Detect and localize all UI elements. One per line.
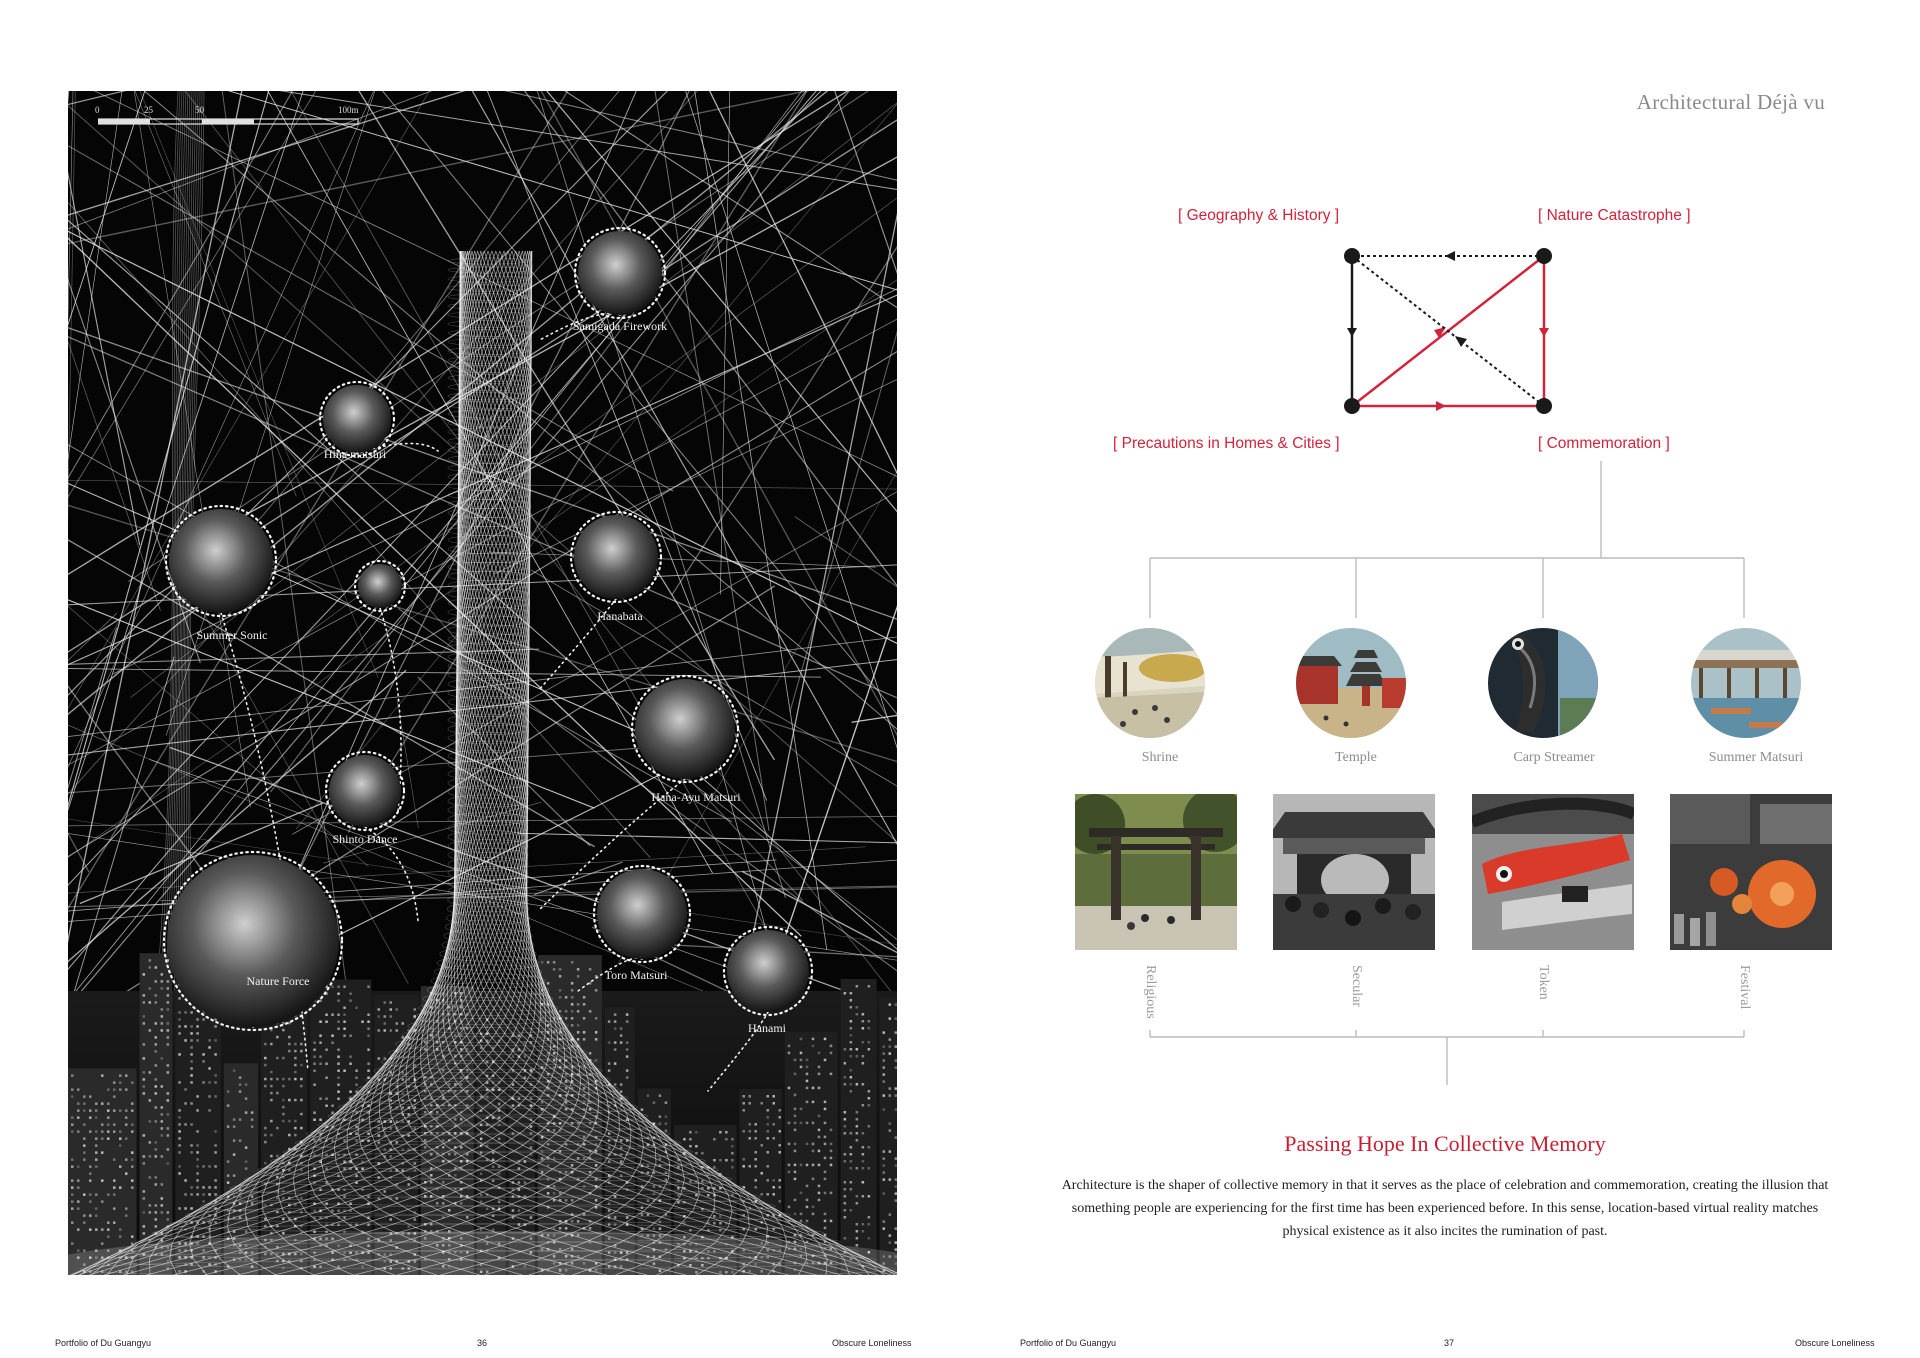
- footer-right-project: Obscure Loneliness: [1795, 1338, 1875, 1348]
- label-hanabata: Hanabata: [597, 609, 643, 623]
- carp-streamer-photo: [1472, 794, 1634, 950]
- label-hanami: Hanami: [748, 1021, 786, 1035]
- footer-right-portfolio: Portfolio of Du Guangyu: [1020, 1338, 1117, 1348]
- label-temple: Temple: [1335, 750, 1377, 765]
- night-tower-illustration: 0 25 50 100m Samigada Firework Hina mats…: [68, 91, 897, 1275]
- footer-right-page-number: 37: [1444, 1338, 1455, 1348]
- tree-branches-bottom: [1149, 1030, 1745, 1085]
- label-hina-matsuri: Hina matsuri: [323, 447, 387, 461]
- temple-woodblock-image: [1296, 628, 1406, 738]
- label-hana-ayu-matsuri: Hana-Ayu Matsuri: [651, 790, 741, 804]
- label-toro-matsuri: Toro Matsuri: [604, 968, 668, 982]
- node-nature-catastrophe: [ Nature Catastrophe ]: [1538, 207, 1691, 224]
- carp-streamer-woodblock-image: [1488, 628, 1598, 738]
- temple-photo: [1273, 794, 1435, 950]
- event-bubbles: [162, 226, 814, 1092]
- scale-tick-100m: 100m: [338, 105, 359, 115]
- scale-tick-0: 0: [95, 105, 100, 115]
- tower-network-drawing: [68, 91, 897, 1275]
- label-shinto-dance: Shinto Dance: [332, 832, 398, 846]
- scale-tick-50: 50: [195, 105, 204, 115]
- label-summer-matsuri: Summer Matsuri: [1708, 750, 1804, 765]
- label-nature-force: Nature Force: [246, 974, 310, 988]
- type-token: Token: [1536, 965, 1551, 1000]
- node-precautions: [ Precautions in Homes & Cities ]: [1113, 435, 1340, 452]
- tree-branches-top: [1149, 461, 1745, 618]
- shrine-woodblock-image: [1095, 628, 1205, 738]
- label-carp-streamer: Carp Streamer: [1513, 750, 1595, 765]
- footer-left-portfolio: Portfolio of Du Guangyu: [55, 1338, 152, 1348]
- type-festival: Festival: [1737, 965, 1752, 1010]
- series-title: Architectural Déjà vu: [1636, 90, 1825, 114]
- type-secular: Secular: [1349, 965, 1364, 1007]
- label-samigada-firework: Samigada Firework: [572, 319, 668, 333]
- label-summer-sonic: Summer Sonic: [196, 628, 268, 642]
- scale-tick-25: 25: [144, 105, 153, 115]
- label-shrine: Shrine: [1141, 750, 1179, 765]
- summer-matsuri-woodblock-image: [1691, 628, 1801, 738]
- scale-bar: 0 25 50 100m: [95, 99, 388, 129]
- shrine-photo: [1075, 794, 1237, 950]
- cycle-diagram: [1344, 248, 1552, 414]
- body-paragraph: Architecture is the shaper of collective…: [1061, 1178, 1829, 1239]
- tower-mesh: [68, 250, 897, 1275]
- node-geography-history: [ Geography & History ]: [1178, 207, 1340, 224]
- festival-photo: [1670, 794, 1832, 950]
- type-religious: Religious: [1143, 965, 1158, 1019]
- footer-left-project: Obscure Loneliness: [832, 1338, 912, 1348]
- node-commemoration: [ Commemoration ]: [1538, 435, 1670, 452]
- section-heading: Passing Hope In Collective Memory: [1284, 1131, 1606, 1156]
- footer-left-page-number: 36: [477, 1338, 488, 1348]
